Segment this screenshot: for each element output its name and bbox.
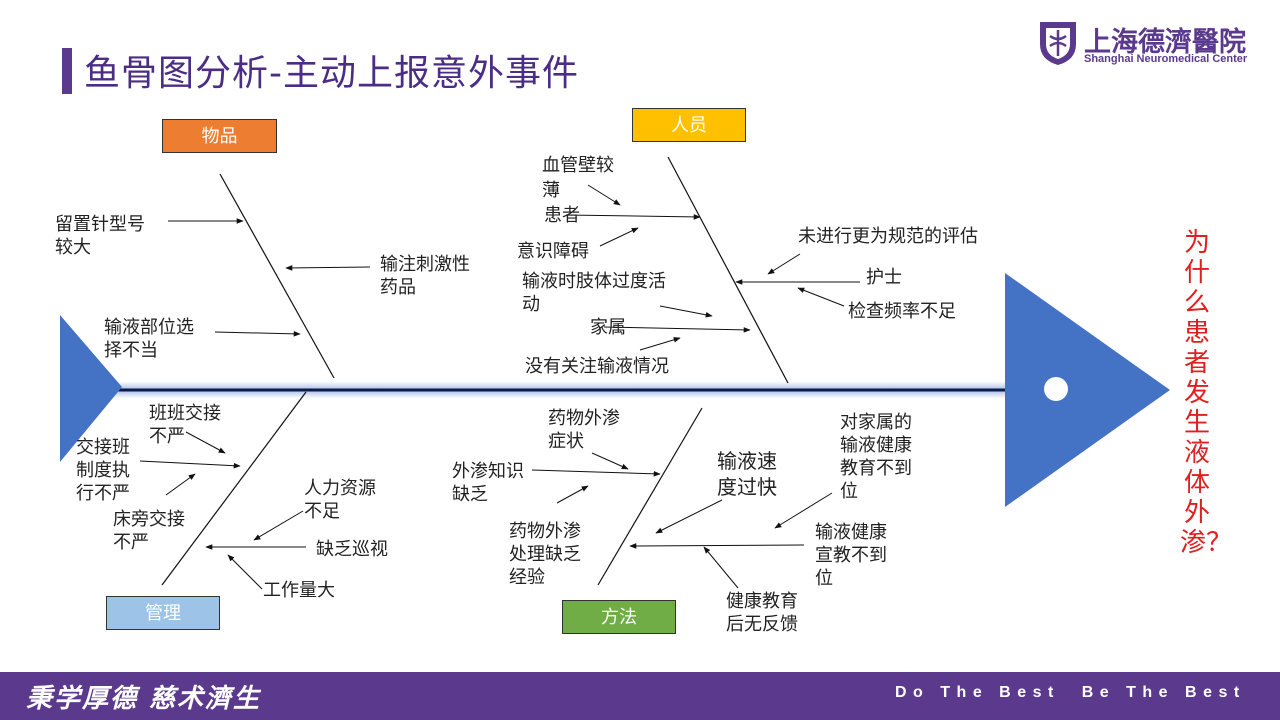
cause-label: 血管壁较 薄	[542, 155, 614, 201]
cause-label: 意识障碍	[517, 241, 589, 262]
arrow-items-2	[285, 265, 371, 271]
cause-label: 班班交接 不严	[149, 403, 221, 447]
arrow-personnel-1	[587, 184, 621, 206]
cause-label: 输液部位选 择不当	[104, 317, 194, 361]
arrow-management-3	[165, 473, 196, 496]
fish-tail	[60, 315, 122, 462]
arrow-method-1	[591, 452, 629, 470]
arrow-personnel-6	[639, 337, 681, 351]
arrow-personnel-2	[565, 214, 701, 220]
bone-personnel	[667, 156, 789, 384]
arrow-management-4	[253, 510, 304, 541]
arrow-items-3	[214, 331, 301, 337]
bone-method	[597, 407, 703, 586]
fish-eye	[1044, 377, 1068, 401]
cause-label: 床旁交接 不严	[113, 509, 185, 553]
logo-english-name: Shanghai Neuromedical Center	[1084, 53, 1248, 65]
arrow-personnel-5	[603, 326, 751, 333]
category-personnel-box: 人员	[632, 108, 746, 142]
cause-label: 输注刺激性 药品	[380, 254, 470, 298]
hospital-motto: 秉学厚德 慈术濟生	[26, 684, 262, 714]
cause-label: 药物外渗 症状	[548, 408, 620, 452]
cause-label: 交接班 制度执 行不严	[76, 437, 130, 504]
cause-label: 留置针型号 较大	[55, 214, 145, 258]
arrow-management-6	[227, 554, 263, 590]
footer-bar: 秉学厚德 慈术濟生 Do The Best Be The Best	[0, 672, 1280, 720]
cause-label: 检查频率不足	[848, 301, 956, 322]
arrow-management-1	[185, 431, 226, 454]
cause-label: 输液速 度过快	[717, 449, 777, 499]
bone-management	[161, 391, 307, 586]
category-management-box: 管理	[106, 596, 220, 630]
shield-emblem-icon	[1040, 22, 1076, 65]
cause-label: 缺乏巡视	[316, 539, 388, 560]
cause-label: 输液时肢体过度活 动	[522, 271, 666, 315]
arrow-method-6	[629, 543, 805, 549]
footer-slogan: Do The Best Be The Best	[895, 684, 1246, 701]
arrow-personnel-3	[599, 227, 639, 247]
arrow-personnel-9	[797, 287, 845, 307]
bone-items	[219, 173, 335, 379]
arrow-personnel-4	[659, 305, 713, 318]
cause-label: 未进行更为规范的评估	[798, 226, 978, 247]
arrow-method-3	[556, 485, 589, 504]
cause-label: 护士	[866, 267, 902, 288]
cause-label: 人力资源 不足	[304, 478, 376, 522]
cause-label: 输液健康 宣教不到 位	[815, 522, 887, 589]
cause-label: 外渗知识 缺乏	[452, 461, 524, 505]
arrow-method-2	[531, 469, 661, 477]
cause-label: 工作量大	[263, 580, 335, 601]
arrow-personnel-7	[767, 253, 801, 275]
page-title: 鱼骨图分析-主动上报意外事件	[84, 53, 579, 94]
arrow-method-5	[774, 492, 833, 529]
title-accent-bar	[62, 48, 72, 94]
logo-chinese-name: 上海德濟醫院	[1084, 27, 1246, 58]
category-method-box: 方法	[562, 600, 676, 634]
problem-statement: 为什么患者发生液体外渗？	[1180, 228, 1233, 558]
hospital-logo: 上海德濟醫院 Shanghai Neuromedical Center	[1038, 20, 1268, 70]
cause-label: 患者	[544, 205, 580, 226]
cause-label: 对家属的 输液健康 教育不到 位	[840, 412, 912, 502]
fish-head	[1005, 273, 1170, 507]
cause-label: 没有关注输液情况	[525, 356, 669, 377]
arrow-management-2	[139, 460, 241, 469]
arrow-method-4	[655, 499, 723, 534]
cause-label: 药物外渗 处理缺乏 经验	[509, 521, 581, 588]
category-items-box: 物品	[162, 119, 277, 153]
cause-label: 家属	[590, 317, 626, 338]
arrow-method-7	[703, 546, 739, 589]
cause-label: 健康教育 后无反馈	[726, 591, 798, 635]
